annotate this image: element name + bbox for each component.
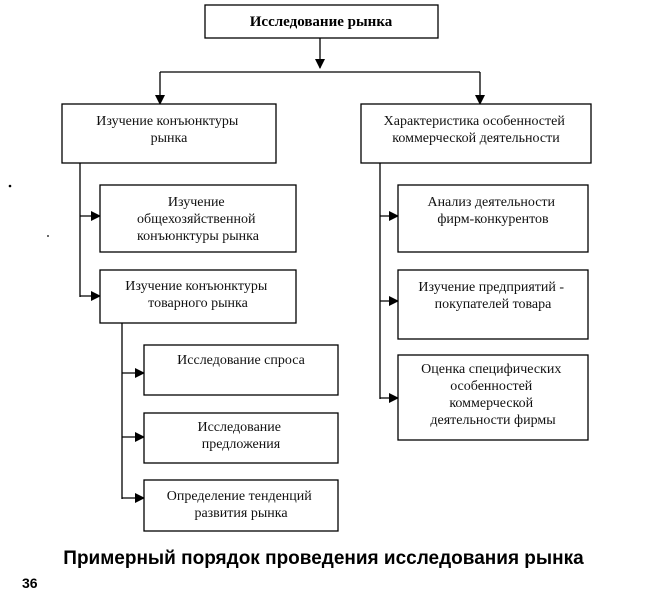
node-label-line: коммерческой — [449, 396, 533, 411]
root-node: Исследование рынка — [204, 4, 439, 39]
svg-text:Анализ деятельности фирм: Анализ деятельности фирм-конкурентов — [427, 195, 558, 227]
node-label-line: Исследование спроса — [177, 353, 305, 368]
node-commercial-activity: Характеристика особенностей коммерческой… — [360, 103, 592, 164]
node-label-line: Определение тенденций — [167, 489, 313, 504]
scan-speck — [8, 184, 12, 188]
node-label-line: Изучение предприятий - — [418, 280, 564, 295]
node-specific-features: Оценка специфических особенностей коммер… — [397, 354, 589, 441]
root-node-label: Исследование рынка — [250, 14, 393, 30]
node-general-economic-conjuncture: Изучение общехозяйственной конъюнктуры р… — [99, 184, 297, 253]
node-label-line: общехозяйственной — [137, 212, 256, 227]
market-research-diagram: Исследование рынка Изучение конъюнктуры … — [8, 4, 592, 532]
node-label-line: деятельности фирмы — [430, 413, 556, 428]
node-label-line: Оценка специфических — [421, 362, 561, 377]
svg-text:Исследование предложения: Исследование предложения — [197, 420, 284, 452]
svg-text:Изучение конъюнктуры рын: Изучение конъюнктуры рынка — [96, 114, 242, 146]
node-label-line: товарного рынка — [148, 296, 248, 311]
connectors — [79, 38, 485, 503]
node-label-line: Анализ деятельности — [427, 195, 555, 210]
node-label-line: предложения — [202, 437, 281, 452]
node-label-line: Изучение конъюнктуры — [96, 114, 239, 129]
node-buyer-enterprises: Изучение предприятий - покупателей товар… — [397, 269, 589, 340]
node-commodity-market-conjuncture: Изучение конъюнктуры товарного рынка — [99, 269, 297, 324]
svg-text:Характеристика особенностей: Характеристика особенностей коммерческой… — [384, 114, 569, 146]
node-label-line: рынка — [151, 131, 188, 146]
node-label-line: Исследование — [197, 420, 281, 435]
node-label-line: фирм-конкурентов — [437, 212, 549, 227]
svg-text:Оценка специфических осо: Оценка специфических особенностей коммер… — [421, 362, 565, 428]
svg-text:Изучение предприятий - п: Изучение предприятий - покупателей товар… — [418, 280, 567, 312]
node-label-line: развития рынка — [194, 506, 288, 521]
node-demand-research: Исследование спроса — [143, 344, 339, 396]
diagram-caption: Примерный порядок проведения исследовани… — [63, 548, 584, 569]
node-market-trends: Определение тенденций развития рынка — [143, 479, 339, 532]
node-label-line: Характеристика особенностей — [384, 114, 566, 129]
node-competitor-analysis: Анализ деятельности фирм-конкурентов — [397, 184, 589, 253]
node-label-line: Изучение — [168, 195, 225, 210]
page-number: 36 — [22, 575, 38, 591]
node-label-line: конъюнктуры рынка — [137, 229, 260, 244]
node-supply-research: Исследование предложения — [143, 412, 339, 464]
svg-text:Изучение общехозяйственн: Изучение общехозяйственной конъюнктуры р… — [137, 195, 260, 244]
svg-text:Определение тенденций ра: Определение тенденций развития рынка — [167, 489, 316, 521]
scan-speck — [47, 235, 49, 237]
node-label-line: особенностей — [450, 379, 533, 394]
svg-text:Изучение конъюнктуры тов: Изучение конъюнктуры товарного рынка — [125, 279, 271, 311]
node-label-line: покупателей товара — [435, 297, 553, 312]
node-label-line: Изучение конъюнктуры — [125, 279, 268, 294]
node-label-line: коммерческой деятельности — [392, 131, 560, 146]
node-market-conjuncture: Изучение конъюнктуры рынка — [61, 103, 277, 164]
